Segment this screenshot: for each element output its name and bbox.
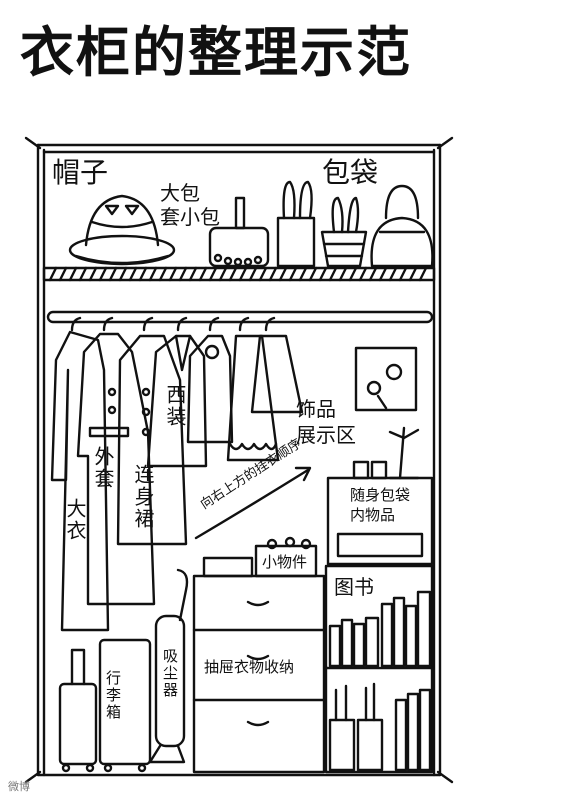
label-bag-items-1: 随身包袋 xyxy=(350,486,411,504)
coat-drawing xyxy=(76,332,156,606)
drawer-unit xyxy=(192,574,326,774)
top-shelf xyxy=(42,266,436,282)
label-luggage: 行李箱 xyxy=(104,670,122,721)
watermark: 微博 xyxy=(8,780,30,793)
label-accessories-2: 展示区 xyxy=(296,423,356,447)
label-small-items: 小物件 xyxy=(262,553,308,571)
bag-items-cabinet xyxy=(326,476,434,566)
label-bag-items-2: 内物品 xyxy=(350,506,396,524)
suit-drawing xyxy=(146,334,208,468)
hangers xyxy=(70,316,276,332)
basket-bag-drawing xyxy=(320,196,368,268)
label-small-bag: 套小包 xyxy=(160,205,220,229)
label-drawer-storage: 抽屉衣物收纳 xyxy=(204,658,295,676)
clothes-rail xyxy=(46,310,434,324)
label-long-coat: 大衣 xyxy=(63,498,87,542)
page-title: 衣柜的整理示范 xyxy=(20,21,412,84)
label-books: 图书 xyxy=(334,575,374,599)
skirt-drawing xyxy=(226,334,304,462)
label-dress: 连身裙 xyxy=(131,464,155,530)
knit-bag-drawing xyxy=(370,184,434,268)
dress-drawing xyxy=(116,334,188,546)
label-big-bag: 大包 xyxy=(160,181,200,205)
label-vacuum: 吸尘器 xyxy=(161,648,179,699)
label-hats: 帽子 xyxy=(52,156,109,189)
bookcase xyxy=(324,564,434,774)
label-coat: 外套 xyxy=(91,446,115,490)
picture-frame-drawing xyxy=(354,346,418,412)
vacuum-drawing xyxy=(148,568,189,764)
shirt-drawing xyxy=(186,334,234,444)
hang-order-arrow xyxy=(194,466,312,540)
wardrobe-frame xyxy=(24,136,454,784)
tote-bag-drawing xyxy=(276,180,316,268)
label-suit: 西装 xyxy=(163,384,187,428)
handbag-drawing xyxy=(208,196,270,268)
hat-drawing xyxy=(68,194,176,266)
long-coat-drawing xyxy=(50,330,110,632)
luggage-drawing xyxy=(58,638,152,773)
jewelry-stand-drawing xyxy=(352,426,420,480)
label-bags: 包袋 xyxy=(322,156,379,189)
label-accessories-1: 饰品 xyxy=(296,397,336,421)
